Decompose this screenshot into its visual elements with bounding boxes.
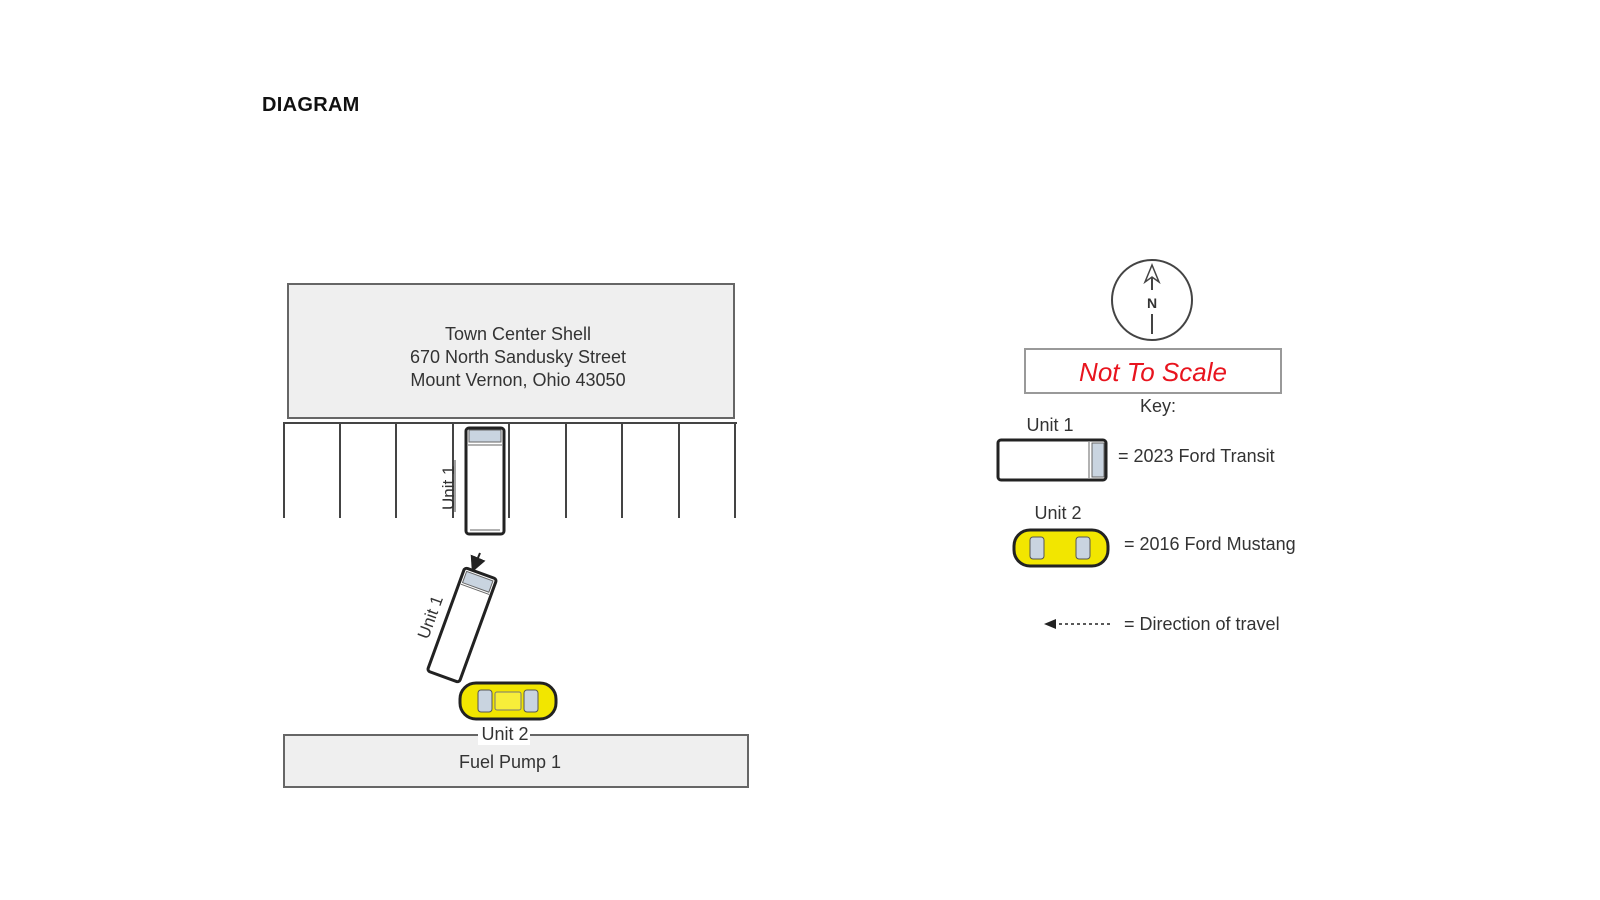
key-van-icon (996, 438, 1108, 482)
key-unit1-desc: = 2023 Ford Transit (1118, 446, 1275, 466)
unit2-label: Unit 2 (481, 724, 528, 744)
unit1-moving-van (426, 566, 498, 684)
key-title: Key: (1140, 396, 1176, 416)
parking-stalls (283, 422, 737, 518)
store-address: 670 North Sandusky Street (410, 347, 626, 367)
key-unit1-label: Unit 1 (1026, 415, 1073, 435)
fuel-pump-island: Unit 2 Fuel Pump 1 (283, 723, 749, 788)
north-compass: N (1111, 259, 1193, 341)
compass-letter: N (1147, 295, 1157, 311)
key-unit2-label: Unit 2 (1034, 503, 1081, 523)
key-unit2-desc: = 2016 Ford Mustang (1124, 534, 1296, 554)
diagram-heading: DIAGRAM (262, 94, 360, 116)
scale-note: Not To Scale (1079, 357, 1227, 387)
scale-note-box: Not To Scale (1024, 348, 1282, 394)
unit2-mustang (458, 681, 558, 721)
travel-arrow (470, 552, 486, 573)
unit1-parked-van (464, 426, 506, 536)
north-arrow-icon (1143, 263, 1161, 285)
store-name: Town Center Shell (445, 324, 591, 344)
store-building: Town Center Shell 670 North Sandusky Str… (287, 283, 735, 419)
store-city: Mount Vernon, Ohio 43050 (410, 370, 625, 390)
key-direction-arrow-icon (1044, 619, 1110, 629)
fuel-pump-label: Fuel Pump 1 (459, 752, 561, 772)
unit1-parked-label: Unit 1 (439, 466, 458, 510)
key-mustang-icon (1012, 528, 1110, 568)
key-direction-desc: = Direction of travel (1124, 614, 1280, 634)
